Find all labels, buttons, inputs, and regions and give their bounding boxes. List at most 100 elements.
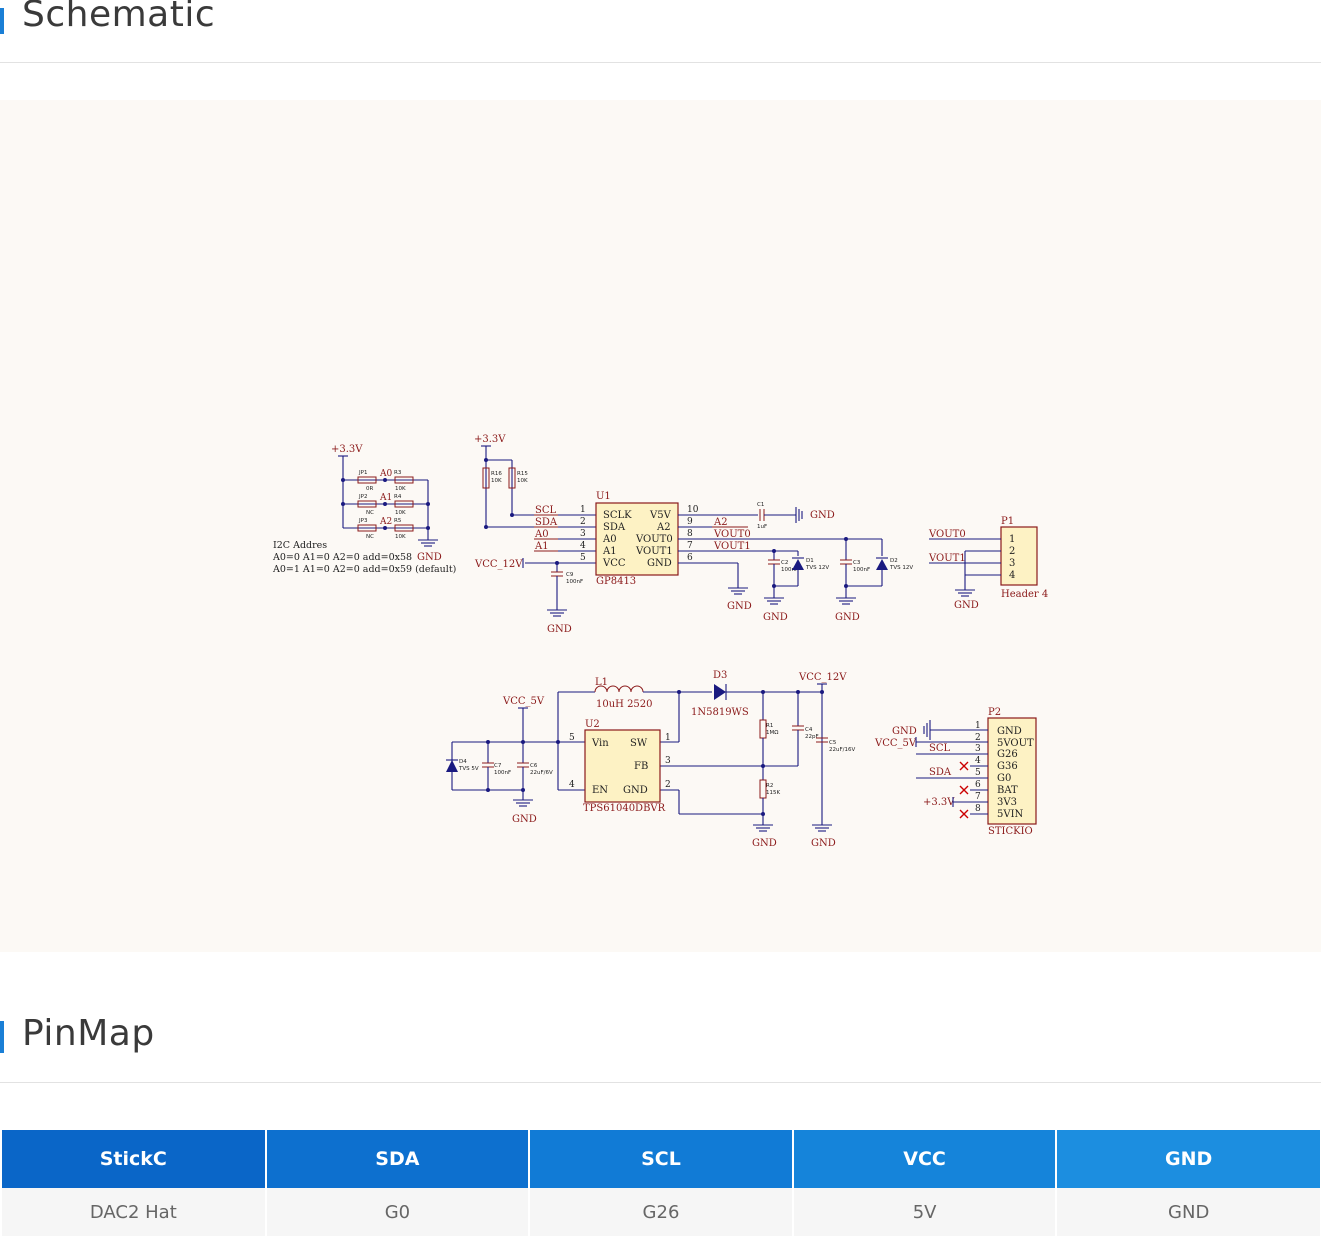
pinmap-header-stickc: StickC: [2, 1130, 267, 1188]
p2-net-gnd: GND: [892, 726, 917, 737]
jp2-value: NC: [366, 510, 374, 516]
pinmap-header-gnd: GND: [1056, 1130, 1320, 1188]
l1-label: L1: [595, 677, 608, 688]
u1-pin-7: 7: [687, 541, 693, 551]
jp3-label: JP3: [358, 518, 368, 524]
u1-pin-10: 10: [687, 505, 699, 515]
p2-ref: P2: [988, 707, 1001, 718]
pinmap-header-vcc: VCC: [792, 1130, 1058, 1188]
c7-label: C7: [494, 763, 502, 769]
d1-value: TVS 12V: [805, 565, 829, 571]
p2-net-vcc5v: VCC_5V: [874, 738, 917, 749]
pinmap-title: PinMap: [22, 1013, 155, 1054]
p2-net-sda: SDA: [929, 767, 952, 778]
u2-pin-en: EN: [592, 785, 608, 796]
c9-label: C9: [566, 572, 574, 578]
i2c-note-line2: A0=1 A1=0 A2=0 add=0x59 (default): [272, 564, 456, 575]
c1-value: 1uF: [757, 524, 767, 530]
p2-pin-1: 1: [975, 721, 981, 731]
heading-accent-bar: [0, 8, 4, 34]
pinmap-table: StickC SDA SCL VCC GND DAC2 Hat G0 G26 5…: [2, 1130, 1320, 1236]
u1-pin-5: 5: [580, 553, 586, 563]
a2-label: A2: [379, 517, 392, 527]
pinmap-divider: [0, 1082, 1321, 1083]
p2-pin-rows: GND 5VOUT G26 G36 G0 BAT 3V3 5VIN 1 2 3 …: [975, 721, 1034, 820]
i2c-address-block: +3.3V JP1 0R A0 R3 10K JP2 NC A1 R4 10K: [272, 444, 456, 575]
c3-gnd-label: GND: [835, 612, 860, 623]
pinmap-cell-device: DAC2 Hat: [2, 1188, 267, 1236]
c4-value: 22pF: [805, 734, 819, 740]
dac-block: +3.3V R16 10K R15 10K SCL SDA A0 A1 VCC_…: [474, 434, 913, 635]
r4-label: R4: [394, 494, 402, 500]
schematic-title: Schematic: [22, 0, 216, 35]
r2-gnd-label: GND: [752, 838, 777, 849]
u1-pin-a2: A2: [656, 522, 671, 533]
p2-name: STICKIO: [988, 826, 1033, 837]
p2-connector: [987, 717, 1037, 825]
a1-label: A1: [379, 493, 392, 503]
net-vout1: VOUT1: [713, 541, 751, 552]
i2c-note-line1: A0=0 A1=0 A2=0 add=0x58: [272, 552, 412, 563]
u1-pin-6: 6: [687, 553, 693, 563]
r2-label: R2: [766, 783, 773, 789]
u1-pin-vout1: VOUT1: [635, 546, 673, 557]
i2c-note-title: I2C Addres: [273, 540, 327, 551]
c1-label: C1: [757, 502, 764, 508]
u1-pin-vout0: VOUT0: [635, 534, 673, 545]
p2-pin-name-1: GND: [997, 726, 1022, 737]
net-scl: SCL: [535, 505, 557, 516]
d1-label: D1: [806, 558, 814, 564]
pinmap-cell-scl: G26: [529, 1188, 794, 1236]
p1-gnd-label: GND: [954, 600, 979, 611]
p2-pin-5: 5: [975, 768, 981, 778]
p2-pin-8: 8: [975, 804, 981, 814]
r15-value: 10K: [517, 478, 528, 484]
dac-supply-label: +3.3V: [474, 434, 506, 445]
u2-pin-1: 1: [665, 733, 671, 743]
d2-value: TVS 12V: [889, 565, 913, 571]
u1-pin-a1: A1: [602, 546, 617, 557]
c1-gnd-label: GND: [810, 510, 835, 521]
c9-gnd-label: GND: [547, 624, 572, 635]
boost-vin-label: VCC_5V: [502, 696, 545, 707]
p1-net-vout1: VOUT1: [928, 553, 966, 564]
p1-name: Header 4: [1001, 589, 1048, 600]
p1-pin-3: 3: [1009, 558, 1015, 569]
u2-pin-gnd: GND: [623, 785, 648, 796]
u2-pin-vin: Vin: [591, 738, 609, 749]
p2-pin-3: 3: [975, 744, 981, 754]
r1-label: R1: [766, 723, 773, 729]
net-sda: SDA: [535, 517, 558, 528]
p1-ref: P1: [1001, 516, 1014, 527]
u1-pin-v5v: V5V: [649, 510, 672, 521]
pinmap-header-scl: SCL: [529, 1130, 794, 1188]
i2c-supply-label: +3.3V: [331, 444, 363, 455]
p2-pin-6: 6: [975, 780, 981, 790]
r16-label: R16: [491, 471, 502, 477]
net-vout0: VOUT0: [713, 529, 751, 540]
u1-ref: U1: [596, 491, 611, 502]
pinmap-cell-gnd: GND: [1056, 1188, 1320, 1236]
u1-pin-gnd: GND: [647, 558, 672, 569]
u1-pin-4: 4: [580, 541, 586, 551]
u2-pin-3: 3: [665, 756, 671, 766]
p2-pin-7: 7: [975, 792, 981, 802]
c6-value: 22uF/6V: [530, 770, 553, 776]
stickio-p2: P2 STICKIO GND 5VOUT G26 G36 G0 BAT 3V3 …: [874, 707, 1037, 837]
p2-pin-2: 2: [975, 733, 981, 743]
r5-label: R5: [394, 518, 402, 524]
p1-pin-2: 2: [1009, 546, 1015, 557]
c3-value: 100nF: [853, 567, 870, 573]
u2-pin-2: 2: [665, 780, 671, 790]
c6-gnd-label: GND: [512, 814, 537, 825]
r5-value: 10K: [395, 534, 406, 540]
p1-pin-1: 1: [1009, 534, 1015, 545]
p2-pin-name-4: G36: [997, 761, 1018, 772]
p2-pin-4: 4: [975, 756, 981, 766]
i2c-gnd-label: GND: [417, 552, 442, 563]
u1-gp8413: [595, 502, 679, 576]
u2-tps61040: [584, 729, 661, 803]
d4-value: TVS 5V: [458, 766, 479, 772]
p2-pin-name-6: BAT: [997, 785, 1018, 796]
u2-part: TPS61040DBVR: [583, 803, 666, 814]
